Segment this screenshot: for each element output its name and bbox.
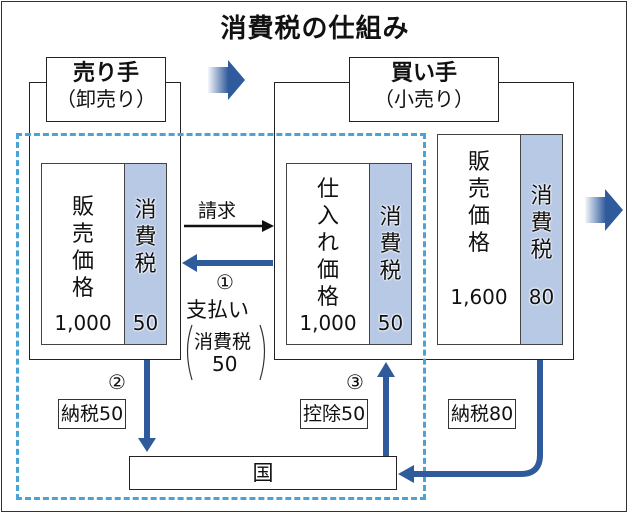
buyer-tax-arrow-line [412,360,543,477]
step3-marker: ③ [346,370,364,394]
seller-tax-value: 50 [132,311,159,335]
deduction-arrowhead [377,362,395,377]
buyer-sale-price-label: 販売価格 [467,150,490,256]
payment-detail: 消費税 [194,331,252,353]
payment-amount: 50 [212,352,238,376]
buyer-tax-payment-tag: 納税80 [448,399,517,429]
seller-sublabel: （卸売り） [56,87,156,111]
tax-scope-outline [16,133,426,500]
buyer-label-box: 買い手 （小売り） [349,57,499,122]
buyer-purchase-tax-label: 消費税 [379,205,402,284]
buyer-sublabel: （小売り） [374,87,474,111]
seller-label-box: 売り手 （卸売り） [46,57,166,122]
step2-marker: ② [108,370,126,394]
buyer-purchase-price-value: 1,000 [299,311,357,335]
seller-tax-cell: 消費税 50 [124,163,167,345]
payment-label: 支払い [186,298,249,322]
government-box: 国 [129,456,397,490]
buyer-sale-price-cell: 販売価格 1,600 [437,134,521,345]
buyer-tax-arrowhead [398,465,414,483]
invoice-label: 請求 [198,200,237,222]
buyer-purchase-price-cell: 仕入れ価格 1,000 [286,163,370,345]
seller-tax-arrowhead [138,438,156,452]
payment-paren-left [186,324,193,381]
seller-price-label: 販売価格 [71,195,94,301]
diagram-title: 消費税の仕組み [220,14,410,44]
deduction-tag: 控除50 [300,399,369,429]
seller-price-value: 1,000 [54,311,112,335]
seller-tax-label: 消費税 [134,198,157,277]
flow-right-arrow-top [208,60,245,100]
invoice-arrowhead [262,220,274,232]
seller-tax-payment-tag: 納税50 [58,399,127,429]
buyer-sale-price-value: 1,600 [450,285,508,309]
seller-label: 売り手 [72,61,139,86]
seller-price-cell: 販売価格 1,000 [41,163,125,345]
buyer-sale-tax-label: 消費税 [530,184,553,263]
buyer-label: 買い手 [390,61,457,86]
buyer-purchase-tax-value: 50 [377,311,404,335]
buyer-sale-tax-value: 80 [528,285,555,309]
payment-step-marker: ① [216,270,234,294]
buyer-purchase-tax-cell: 消費税 50 [369,163,412,345]
payment-paren-right [259,324,266,381]
government-label: 国 [252,461,274,485]
buyer-purchase-price-label: 仕入れ価格 [316,177,339,310]
flow-right-arrow-right [585,189,623,231]
buyer-sale-tax-cell: 消費税 80 [520,134,563,345]
payment-arrowhead [182,254,197,272]
